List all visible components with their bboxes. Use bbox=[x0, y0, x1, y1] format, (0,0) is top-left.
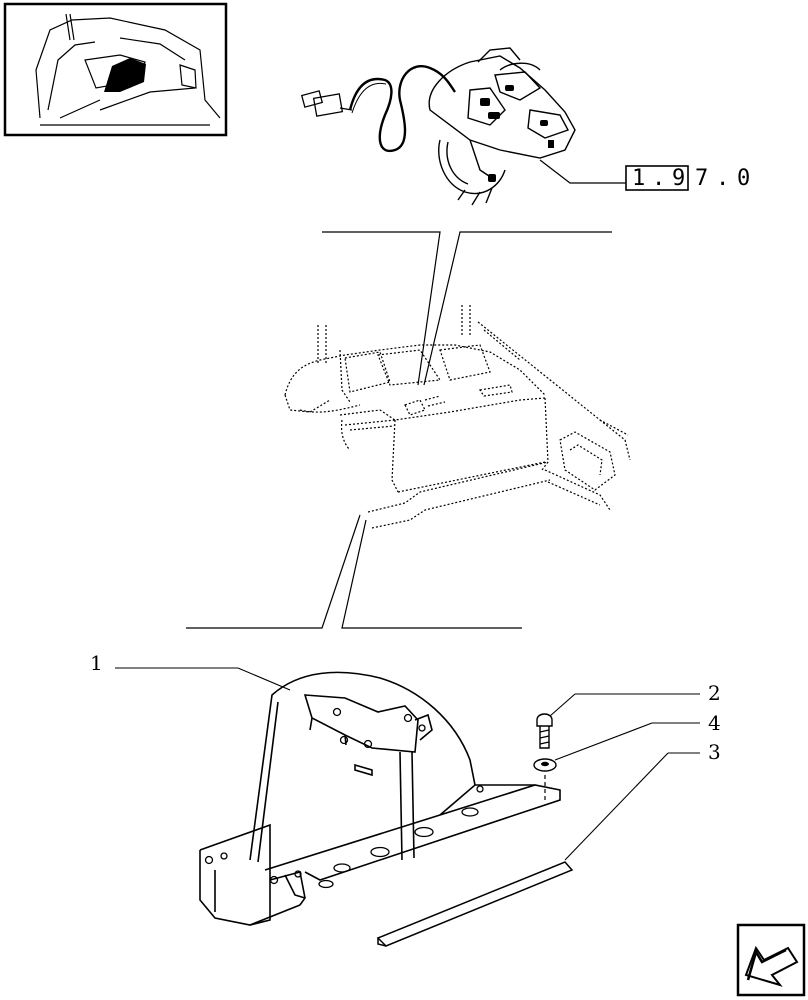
previous-page-arrow-icon[interactable] bbox=[736, 923, 806, 997]
ref-char-2: . bbox=[652, 166, 665, 191]
highlighted-panel bbox=[104, 58, 146, 92]
callout-3: 3 bbox=[708, 740, 721, 764]
cab-interior-view bbox=[186, 231, 631, 629]
bracket-assembly bbox=[199, 671, 574, 947]
ref-char-4: 7 bbox=[695, 166, 708, 191]
callout-leaders bbox=[115, 667, 700, 861]
cab-location-thumbnail bbox=[3, 2, 228, 137]
reference-number: 1 . 9 7 . 0 bbox=[625, 165, 750, 191]
ref-char-6: 0 bbox=[737, 166, 750, 191]
callout-2: 2 bbox=[708, 681, 721, 705]
bolt-part-2 bbox=[536, 713, 553, 749]
callout-1: 1 bbox=[90, 651, 103, 675]
strip-part-3 bbox=[376, 861, 574, 947]
washer-part-4 bbox=[533, 758, 557, 772]
ref-char-1: 1 bbox=[632, 166, 645, 191]
control-unit-illustration bbox=[300, 47, 576, 206]
ref-char-5: . bbox=[716, 166, 729, 191]
callout-4: 4 bbox=[708, 711, 721, 735]
ref-char-3: 9 bbox=[672, 166, 685, 191]
